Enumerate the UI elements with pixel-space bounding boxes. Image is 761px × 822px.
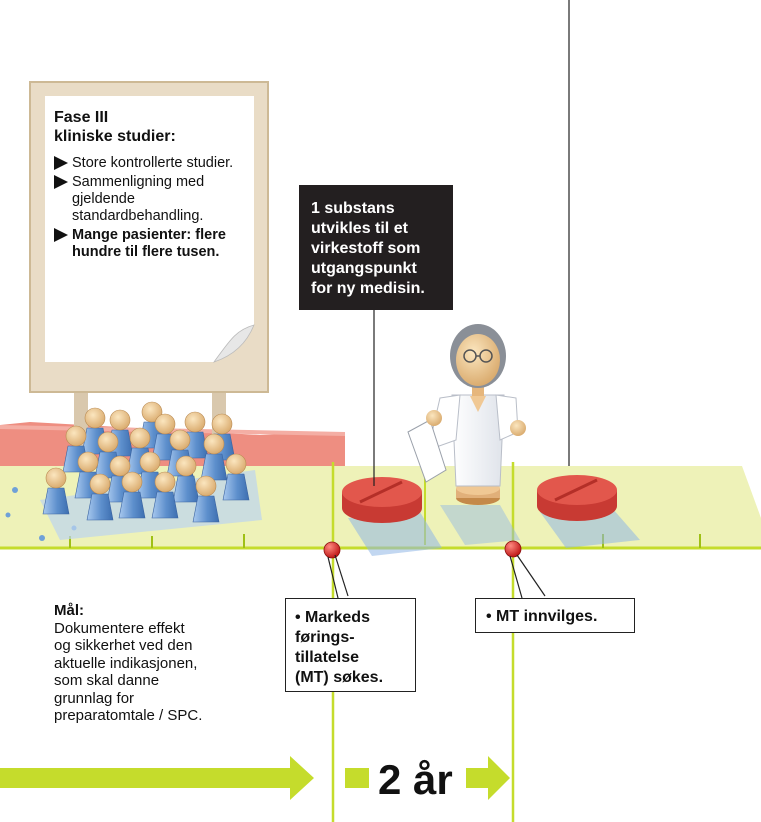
milestone-apply-line: • Markeds	[295, 609, 370, 626]
board-item-line: gjeldende	[72, 191, 135, 207]
milestone-grant-callout: • MT innvilges.	[475, 598, 635, 633]
board-paper-curl	[212, 324, 255, 363]
milestone-marker-grant	[504, 540, 546, 599]
board-title-line2: kliniske studier:	[54, 128, 176, 145]
goal-line: Dokumentere effekt	[54, 619, 185, 637]
bullet-triangle-icon	[54, 228, 68, 242]
bullet-triangle-icon	[54, 175, 68, 189]
substance-callout-line: for ny medisin.	[311, 280, 425, 297]
substance-callout-line: utgangspunkt	[311, 260, 417, 277]
duration-arrow-tail	[345, 768, 369, 788]
board-item-3: Mange pasienter: flere hundre til flere …	[54, 227, 264, 261]
substance-callout-line: utvikles til et	[311, 220, 408, 237]
board-item-line: standardbehandling.	[72, 208, 204, 224]
substance-callout: 1 substans utvikles til et virkestoff so…	[299, 185, 453, 310]
band-dot	[5, 512, 11, 518]
patient-crowd	[40, 401, 262, 540]
board-title: Fase III kliniske studier:	[54, 108, 264, 146]
board-item-line: Mange pasienter: flere	[72, 227, 226, 243]
scientist-figure	[407, 324, 526, 505]
substance-callout-line: 1 substans	[311, 200, 395, 217]
goal-line: og sikkerhet ved den	[54, 637, 193, 654]
board-text: Fase III kliniske studier: Store kontrol…	[54, 108, 264, 263]
board-item-2: Sammenligning med gjeldende standardbeha…	[54, 174, 264, 225]
pill-tablet-1	[342, 477, 422, 523]
board-item-line: Sammenligning med	[72, 174, 205, 190]
duration-label: 2 år	[378, 756, 453, 803]
bullet-triangle-icon	[54, 156, 68, 170]
milestone-apply-line: tillatelse	[295, 649, 360, 666]
board-paper	[45, 96, 254, 362]
goal-line: som skal danne	[54, 672, 160, 689]
milestone-apply-callout: • Markeds førings- tillatelse (MT) søkes…	[285, 598, 416, 692]
milestone-marker-apply	[323, 541, 349, 599]
goal-text: Mål: Dokumentere effekt og sikkerhet ved…	[54, 602, 274, 725]
goal-line: aktuelle indikasjonen,	[54, 654, 198, 672]
pill-shadow	[348, 512, 442, 556]
band-dot	[12, 487, 18, 493]
board-item-line: Store kontrollerte studier.	[72, 155, 234, 171]
board-title-line1: Fase III	[54, 109, 109, 126]
board-item-1: Store kontrollerte studier.	[54, 155, 264, 172]
goal-line: grunnlag for	[54, 689, 135, 707]
goal-title: Mål:	[54, 602, 84, 619]
milestone-apply-line: førings-	[295, 629, 355, 646]
board-item-line: hundre til flere tusen.	[72, 244, 220, 260]
phase-arrow	[0, 756, 314, 800]
goal-line: preparatomtale / SPC.	[54, 707, 203, 724]
substance-callout-line: virkestoff som	[311, 240, 421, 257]
band-dot	[39, 535, 45, 541]
milestone-apply-line: (MT) søkes.	[295, 669, 384, 686]
scientist-shadow	[440, 505, 520, 545]
pill-tablet-2	[537, 475, 617, 521]
duration-arrow-head	[466, 756, 510, 800]
